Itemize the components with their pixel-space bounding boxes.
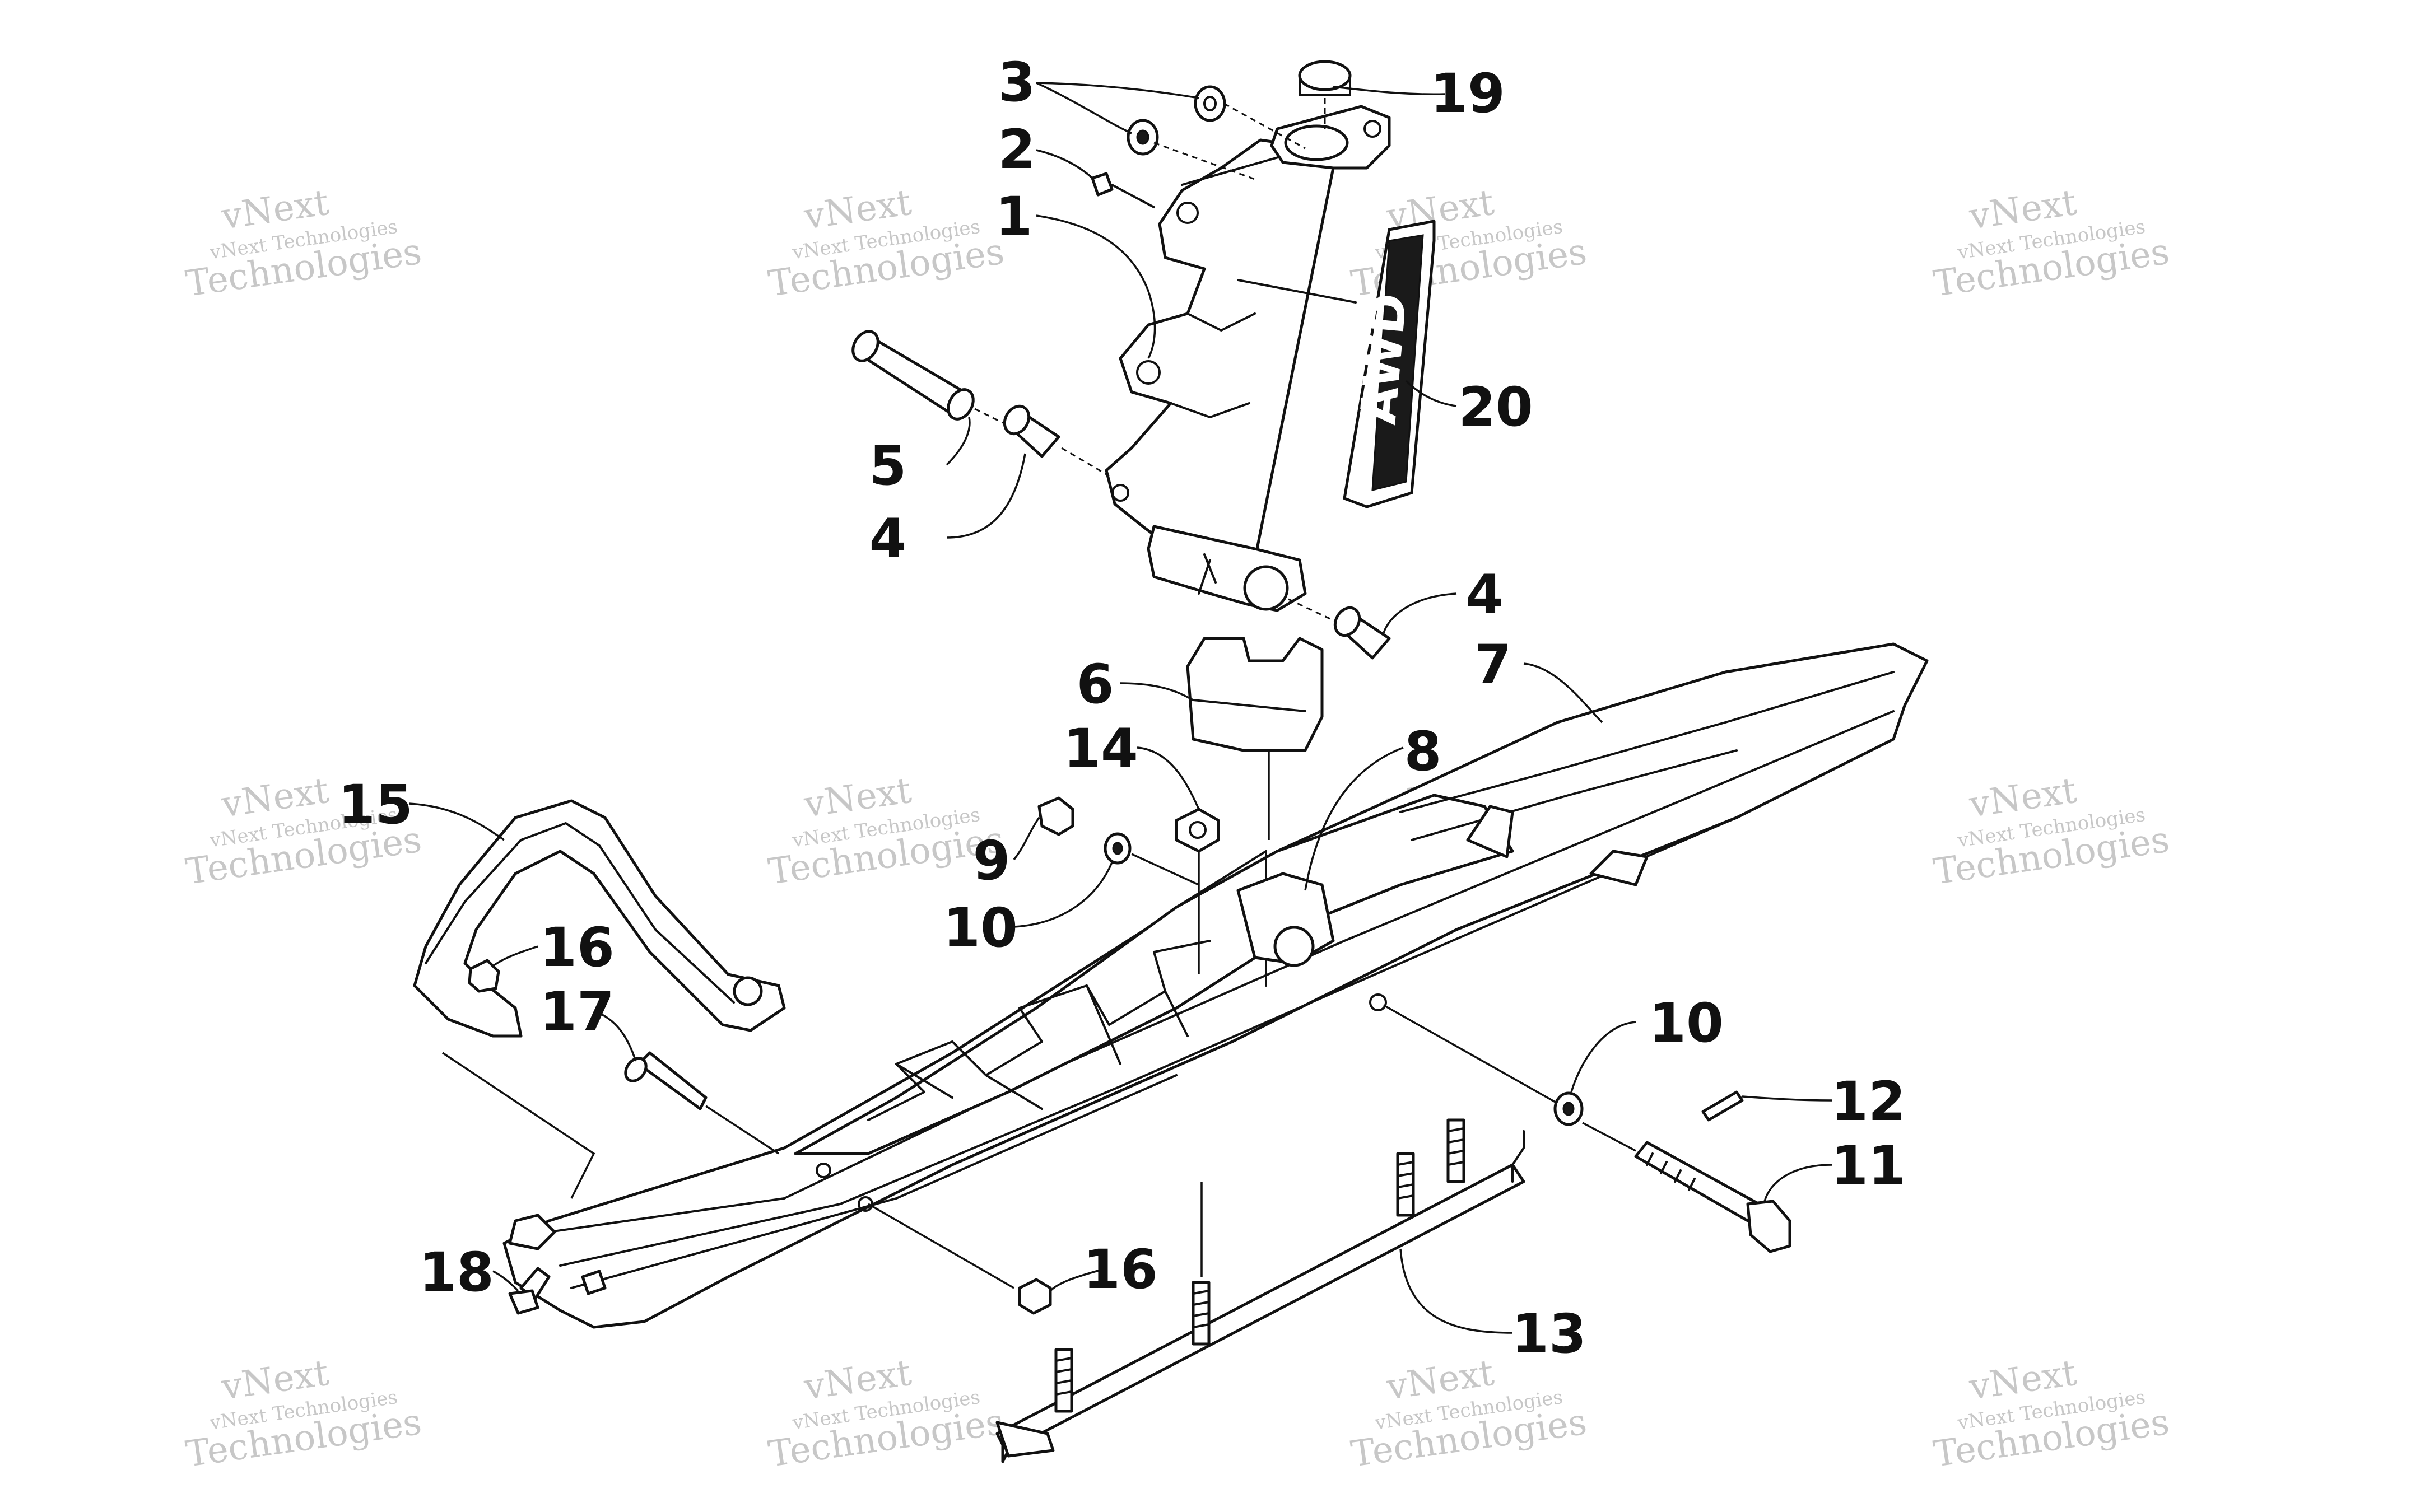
callout-4-upper: 4 — [869, 507, 907, 570]
dashed-guide — [974, 408, 1003, 424]
assembly-line — [1131, 853, 1199, 886]
tip-screw — [508, 1267, 551, 1315]
callout-6: 6 — [1077, 653, 1114, 716]
washer-bolt — [1553, 1091, 1584, 1126]
leader-lines — [408, 82, 1832, 1334]
watermark: vNext vNext Technologies Technologies — [766, 1352, 1007, 1476]
handle-bolt — [624, 1051, 708, 1110]
washer-lower — [1127, 119, 1159, 156]
callout-13: 13 — [1511, 1303, 1586, 1365]
watermark: vNext vNext Technologies Technologies — [1931, 182, 2172, 305]
runner-nut — [1018, 1278, 1052, 1315]
grease-fitting — [1091, 172, 1155, 208]
assembly-line — [1383, 1004, 1558, 1104]
watermark: vNext vNext Technologies Technologies — [183, 1352, 424, 1476]
ski-bolt — [1634, 1141, 1791, 1253]
callout-16-lower: 16 — [1083, 1238, 1158, 1301]
decal-text: AWD — [1349, 291, 1418, 426]
callout-9: 9 — [973, 829, 1011, 892]
callout-11: 11 — [1831, 1135, 1906, 1197]
callout-17: 17 — [539, 981, 615, 1043]
callout-5: 5 — [869, 435, 907, 497]
spindle-top-cap — [1270, 60, 1391, 170]
callout-18: 18 — [419, 1241, 494, 1304]
callout-7: 7 — [1474, 633, 1512, 696]
awd-decal: AWD — [1343, 220, 1436, 508]
callout-labels: 1 2 3 4 4 5 6 7 8 9 10 10 11 12 13 14 15… — [338, 51, 1906, 1365]
cotter-pin — [1701, 1090, 1744, 1122]
washer-side — [1104, 832, 1132, 865]
callout-20: 20 — [1458, 376, 1533, 438]
ski-loop-handle — [413, 799, 786, 1038]
washer-upper — [1194, 85, 1226, 122]
dashed-guide — [1223, 102, 1306, 150]
assembly-line — [1582, 1122, 1636, 1152]
dashed-guide — [1288, 598, 1337, 623]
callout-3: 3 — [998, 51, 1036, 114]
callout-8: 8 — [1404, 720, 1442, 783]
watermark: vNext vNext Technologies Technologies — [766, 182, 1007, 305]
lock-nut-side — [1037, 796, 1074, 836]
spindle-sleeve — [851, 330, 975, 421]
callout-14: 14 — [1063, 717, 1138, 780]
callout-1: 1 — [995, 185, 1033, 248]
callout-12: 12 — [1831, 1070, 1906, 1133]
ski-body — [502, 642, 1929, 1329]
watermark: vNext vNext Technologies Technologies — [1931, 770, 2172, 893]
assembly-line — [868, 1203, 1014, 1289]
callout-4-lower: 4 — [1466, 563, 1504, 626]
carbide-runner — [995, 1118, 1525, 1463]
watermark: vNext vNext Technologies Technologies — [1931, 1352, 2172, 1476]
watermark: vNext vNext Technologies Technologies — [1348, 182, 1589, 305]
callout-15: 15 — [338, 773, 413, 836]
dashed-guide — [1061, 447, 1110, 477]
bushing-lower — [1333, 606, 1391, 660]
callout-10-lower: 10 — [1649, 992, 1724, 1054]
lock-nut-top — [1175, 808, 1220, 853]
callout-2: 2 — [998, 118, 1036, 181]
dashed-guide — [1153, 142, 1255, 180]
watermark: vNext vNext Technologies Technologies — [183, 182, 424, 305]
callout-16-upper: 16 — [539, 916, 615, 979]
spindle-housing — [1105, 138, 1357, 612]
callout-10-upper: 10 — [943, 897, 1018, 959]
callout-19: 19 — [1430, 62, 1505, 125]
watermark: vNext vNext Technologies Technologies — [766, 770, 1007, 893]
assembly-line — [705, 1105, 779, 1155]
handle-nut-upper — [468, 959, 500, 993]
assembly-bracket — [442, 1052, 595, 1199]
bushing-upper — [1003, 404, 1060, 458]
saddle-block — [1186, 637, 1324, 752]
ski-pivot-bushing — [1236, 872, 1335, 967]
